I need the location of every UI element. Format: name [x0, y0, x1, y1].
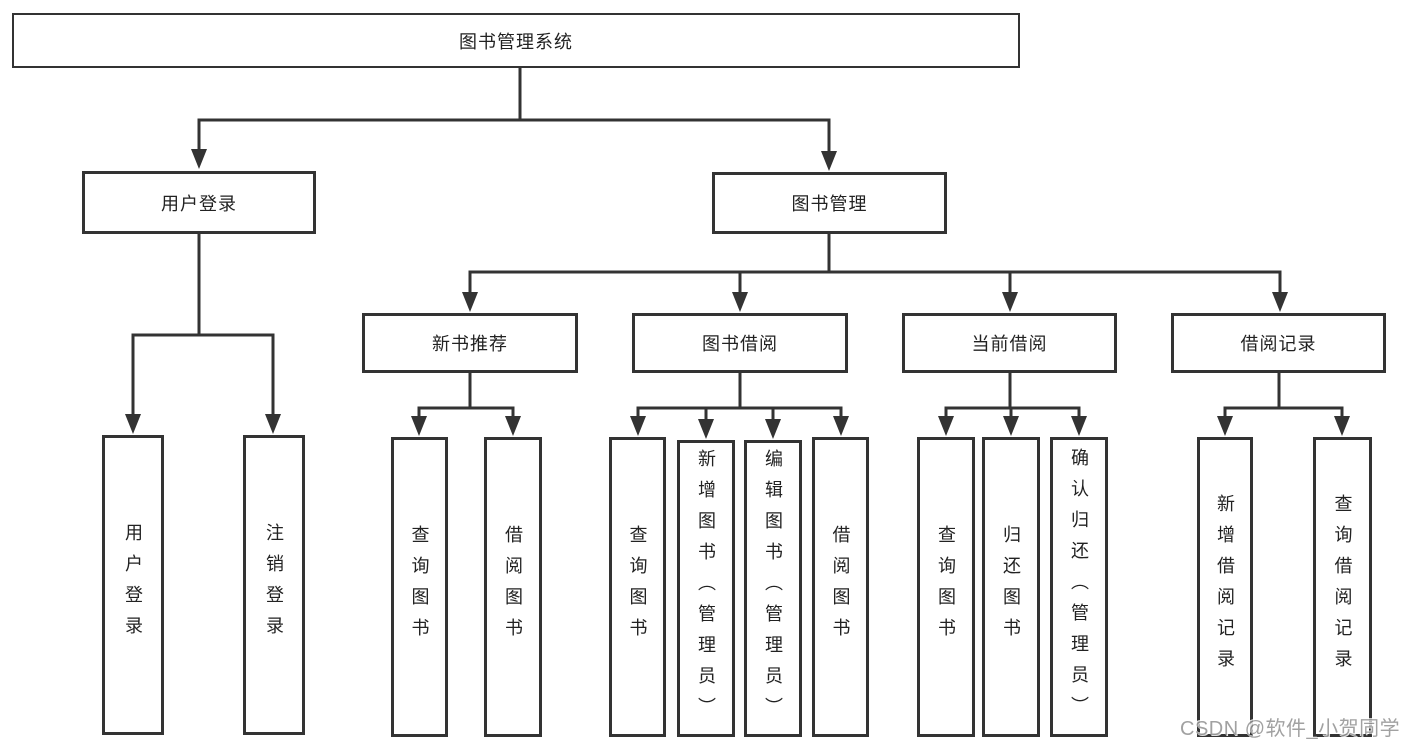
- node-borrowing-edit-book: 编辑图书（管理员）: [744, 440, 802, 737]
- arrowhead-icon: [1002, 292, 1018, 312]
- node-current-return-book: 归还图书: [982, 437, 1040, 737]
- arrowhead-icon: [1003, 416, 1019, 436]
- arrowhead-icon: [505, 416, 521, 436]
- arrowhead-icon: [1272, 292, 1288, 312]
- arrowhead-icon: [125, 414, 141, 434]
- node-records-query-record: 查询借阅记录: [1313, 437, 1372, 737]
- node-label-recommend-borrow-book: 借阅图书: [503, 525, 523, 649]
- node-label-borrowing-query-book: 查询图书: [627, 525, 648, 649]
- arrowhead-icon: [191, 149, 207, 169]
- node-recommend-query-book: 查询图书: [391, 437, 448, 737]
- arrowhead-icon: [833, 416, 849, 436]
- node-label-records-query-record: 查询借阅记录: [1332, 494, 1353, 680]
- node-label-book-management: 图书管理: [791, 194, 868, 214]
- node-label-current-confirm-return: 确认归还（管理员）: [1069, 447, 1089, 727]
- node-label-new-book-recommend: 新书推荐: [432, 334, 508, 354]
- arrowhead-icon: [1071, 416, 1087, 436]
- arrowhead-icon: [821, 151, 837, 171]
- node-label-borrow-records: 借阅记录: [1240, 334, 1317, 354]
- node-current-query-book: 查询图书: [917, 437, 975, 737]
- node-label-borrowing-add-book: 新增图书（管理员）: [696, 449, 716, 728]
- arrowhead-icon: [265, 414, 281, 434]
- arrowhead-icon: [1334, 416, 1350, 436]
- node-new-book-recommend: 新书推荐: [362, 313, 578, 373]
- node-borrowing-borrow-book: 借阅图书: [812, 437, 869, 737]
- node-label-current-borrowing: 当前借阅: [971, 334, 1048, 354]
- node-borrowing-query-book: 查询图书: [609, 437, 666, 737]
- arrowhead-icon: [462, 292, 478, 312]
- node-user-login: 用户登录: [82, 171, 316, 234]
- arrowhead-icon: [938, 416, 954, 436]
- node-label-borrowing-edit-book: 编辑图书（管理员）: [763, 449, 783, 728]
- node-label-records-add-record: 新增借阅记录: [1215, 494, 1235, 680]
- node-label-root: 图书管理系统: [459, 31, 573, 52]
- node-label-current-query-book: 查询图书: [936, 525, 956, 649]
- node-root: 图书管理系统: [12, 13, 1020, 68]
- node-login: 用户登录: [102, 435, 164, 735]
- arrowhead-icon: [732, 292, 748, 312]
- node-recommend-borrow-book: 借阅图书: [484, 437, 542, 737]
- node-book-management: 图书管理: [712, 172, 947, 234]
- node-borrowing-add-book: 新增图书（管理员）: [677, 440, 735, 737]
- node-label-current-return-book: 归还图书: [1001, 525, 1021, 649]
- arrowhead-icon: [698, 419, 714, 439]
- node-logout: 注销登录: [243, 435, 305, 735]
- arrowhead-icon: [411, 416, 427, 436]
- node-label-recommend-query-book: 查询图书: [409, 525, 430, 649]
- node-label-borrowing-borrow-book: 借阅图书: [830, 525, 851, 649]
- node-book-borrowing: 图书借阅: [632, 313, 848, 373]
- node-label-logout: 注销登录: [264, 523, 284, 647]
- arrowhead-icon: [765, 419, 781, 439]
- node-label-login: 用户登录: [123, 523, 143, 647]
- node-records-add-record: 新增借阅记录: [1197, 437, 1253, 737]
- watermark-text: CSDN @软件_小贺同学: [1180, 718, 1401, 740]
- node-current-borrowing: 当前借阅: [902, 313, 1117, 373]
- arrowhead-icon: [1217, 416, 1233, 436]
- node-borrow-records: 借阅记录: [1171, 313, 1386, 373]
- node-current-confirm-return: 确认归还（管理员）: [1050, 437, 1108, 737]
- node-label-book-borrowing: 图书借阅: [702, 334, 778, 354]
- arrowhead-icon: [630, 416, 646, 436]
- node-label-user-login: 用户登录: [161, 193, 237, 214]
